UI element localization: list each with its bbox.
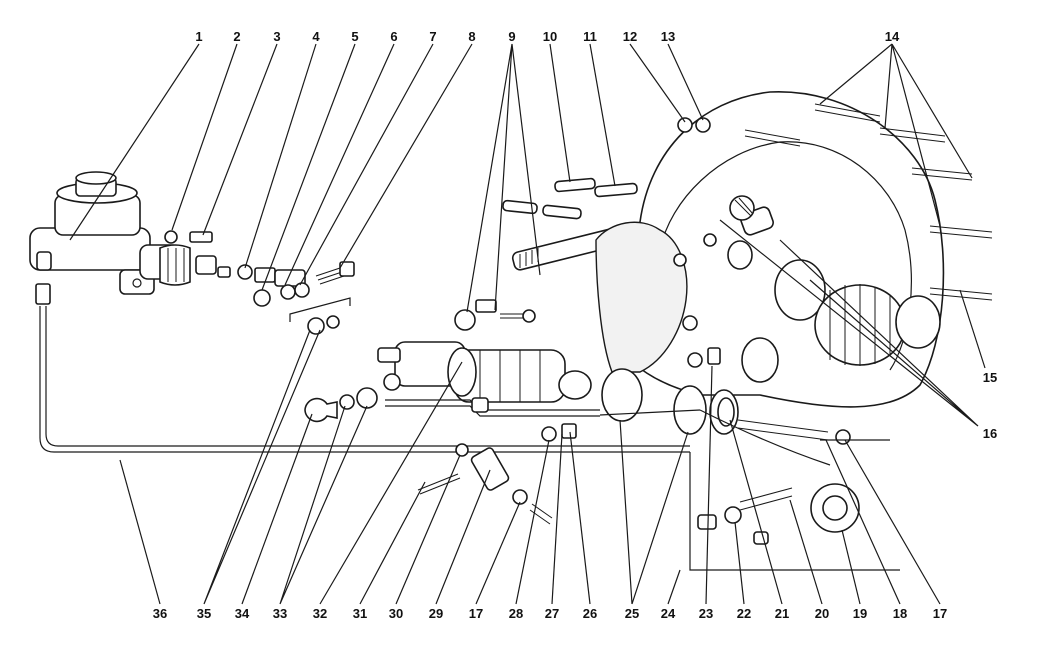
label-16: 16 bbox=[983, 426, 997, 441]
label-9: 9 bbox=[508, 29, 515, 44]
bell-housing bbox=[595, 91, 945, 408]
label-12: 12 bbox=[623, 29, 637, 44]
label-15: 15 bbox=[983, 370, 997, 385]
label-3: 3 bbox=[273, 29, 280, 44]
label-25: 25 bbox=[625, 606, 639, 621]
small-fittings-left bbox=[164, 230, 355, 335]
top-part-labels: 1 2 3 4 5 6 7 8 9 10 11 12 13 14 bbox=[195, 29, 900, 44]
label-2: 2 bbox=[233, 29, 240, 44]
label-17a: 17 bbox=[469, 606, 483, 621]
label-7: 7 bbox=[429, 29, 436, 44]
label-29: 29 bbox=[429, 606, 443, 621]
label-34: 34 bbox=[235, 606, 250, 621]
label-23: 23 bbox=[699, 606, 713, 621]
label-19: 19 bbox=[853, 606, 867, 621]
label-4: 4 bbox=[312, 29, 320, 44]
right-part-labels: 15 16 bbox=[983, 370, 997, 441]
label-17b: 17 bbox=[933, 606, 947, 621]
label-36: 36 bbox=[153, 606, 167, 621]
seals-and-bearings bbox=[599, 368, 890, 545]
label-30: 30 bbox=[389, 606, 403, 621]
leader-lines bbox=[69, 43, 986, 605]
label-35: 35 bbox=[197, 606, 211, 621]
label-5: 5 bbox=[351, 29, 358, 44]
label-18: 18 bbox=[893, 606, 907, 621]
label-26: 26 bbox=[583, 606, 597, 621]
label-21: 21 bbox=[775, 606, 789, 621]
label-8: 8 bbox=[468, 29, 475, 44]
label-13: 13 bbox=[661, 29, 675, 44]
label-10: 10 bbox=[543, 29, 557, 44]
label-33: 33 bbox=[273, 606, 287, 621]
label-32: 32 bbox=[313, 606, 327, 621]
label-24: 24 bbox=[661, 606, 676, 621]
label-1: 1 bbox=[195, 29, 202, 44]
slave-cylinder bbox=[377, 341, 592, 403]
label-20: 20 bbox=[815, 606, 829, 621]
studs bbox=[737, 103, 993, 511]
label-6: 6 bbox=[390, 29, 397, 44]
clutch-pipe-36 bbox=[35, 283, 900, 571]
banjo-fittings bbox=[304, 299, 600, 525]
master-cylinder bbox=[29, 171, 217, 295]
label-28: 28 bbox=[509, 606, 523, 621]
label-22: 22 bbox=[737, 606, 751, 621]
label-31: 31 bbox=[353, 606, 367, 621]
shafts-and-pins bbox=[502, 177, 638, 271]
bottom-part-labels: 36 35 34 33 32 31 30 29 17 28 27 26 25 2… bbox=[153, 606, 947, 621]
label-27: 27 bbox=[545, 606, 559, 621]
label-11: 11 bbox=[583, 29, 597, 44]
label-14: 14 bbox=[885, 29, 900, 44]
